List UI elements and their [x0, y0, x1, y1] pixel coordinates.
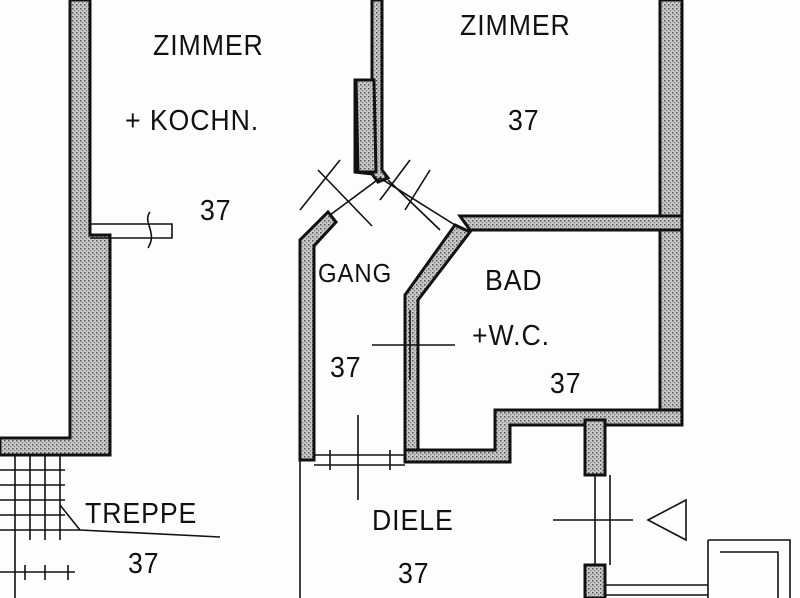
room-diele-number: 37	[398, 558, 430, 590]
thin-lines	[0, 159, 791, 598]
room-gang-name: GANG	[318, 258, 393, 288]
wall-partition-jog	[354, 78, 378, 174]
room-bad-name: BAD	[485, 265, 543, 297]
room-treppe-number: 37	[128, 548, 160, 580]
room-diele-name: DIELE	[372, 505, 454, 537]
room-zimmer-kochn-number: 37	[200, 195, 232, 227]
room-treppe-name: TREPPE	[85, 498, 198, 530]
wall-bad-top	[457, 214, 684, 232]
wall-right	[658, 0, 684, 422]
wall-bad-left	[403, 223, 473, 462]
walls	[0, 0, 684, 598]
room-zimmer-number: 37	[508, 105, 540, 137]
room-zimmer-name: ZIMMER	[460, 10, 571, 42]
room-zimmer-kochn-name: ZIMMER	[153, 30, 264, 62]
wall-gang-left	[298, 209, 338, 462]
wall-diele-right-lower	[583, 563, 607, 598]
wall-left	[0, 0, 112, 457]
room-gang-number: 37	[330, 352, 362, 384]
wall-diele-right	[583, 418, 607, 477]
room-bad-sub: +W.C.	[472, 320, 550, 352]
room-zimmer-kochn-sub: + KOCHN.	[125, 105, 260, 137]
room-bad-number: 37	[550, 368, 582, 400]
wall-bad-bottom	[403, 408, 684, 464]
